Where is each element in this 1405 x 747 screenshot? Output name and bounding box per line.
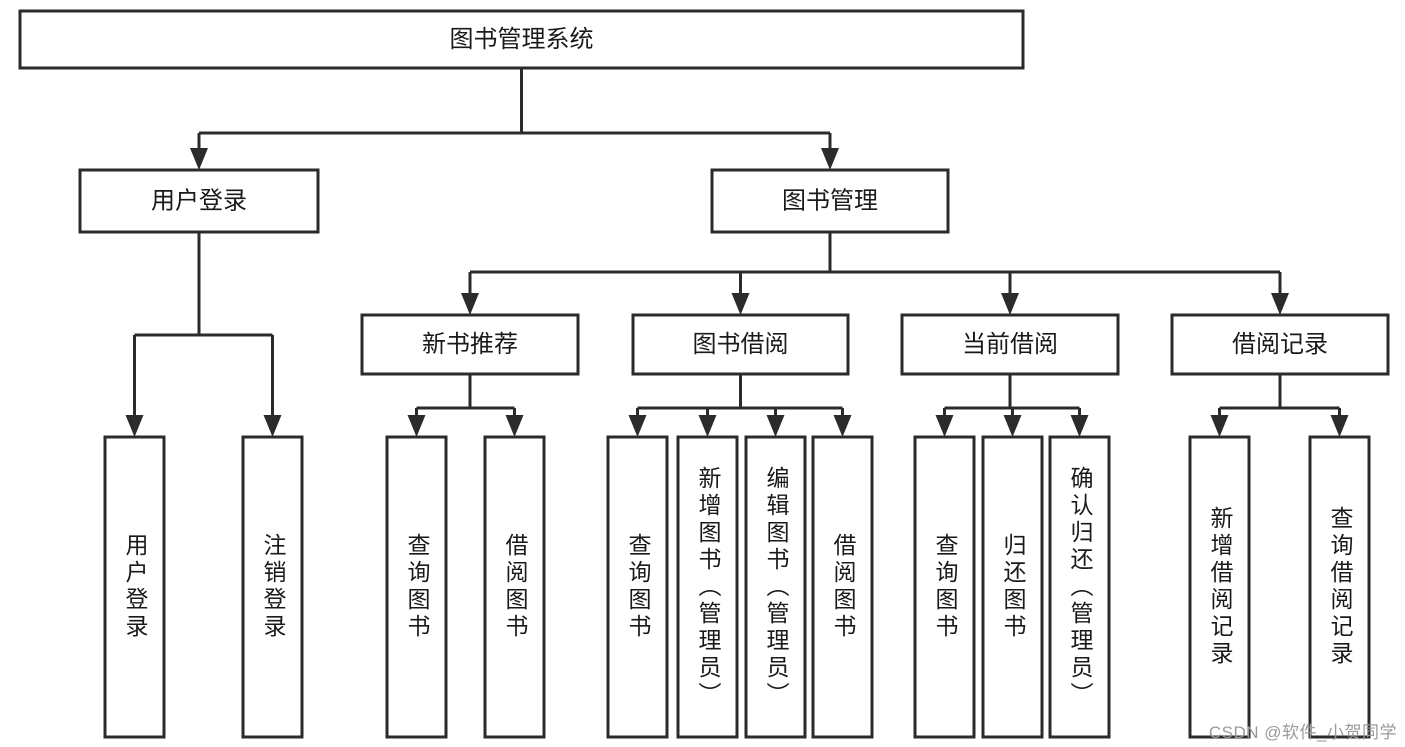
node-box-leaf-borrow-book-1[interactable] xyxy=(483,435,546,739)
node-label-root: 图书管理系统 xyxy=(450,26,594,53)
node-box-leaf-return-book[interactable] xyxy=(981,435,1044,739)
connector-layer xyxy=(125,68,1349,437)
node-box-book-borrow[interactable] xyxy=(631,313,850,376)
node-box-leaf-add-record[interactable] xyxy=(1188,435,1251,739)
node-box-leaf-logout[interactable] xyxy=(241,435,304,739)
node-box-borrow-record[interactable] xyxy=(1170,313,1390,376)
node-box-leaf-edit-book[interactable] xyxy=(744,435,807,739)
node-label-borrow-record: 借阅记录 xyxy=(1232,331,1328,358)
node-box-leaf-query-book-3[interactable] xyxy=(913,435,976,739)
watermark-text: CSDN @软件_小贺同学 xyxy=(1208,723,1397,742)
node-box-leaf-confirm-return[interactable] xyxy=(1048,435,1111,739)
node-label-current-borrow: 当前借阅 xyxy=(962,331,1058,358)
node-label-new-book-rec: 新书推荐 xyxy=(422,331,518,358)
node-box-leaf-query-book-1[interactable] xyxy=(385,435,448,739)
node-box-user-login[interactable] xyxy=(78,168,320,234)
node-label-book-borrow: 图书借阅 xyxy=(693,331,789,358)
node-box-leaf-query-record[interactable] xyxy=(1308,435,1371,739)
node-box-layer xyxy=(18,9,1390,739)
node-label-book-manage: 图书管理 xyxy=(782,187,878,214)
node-box-root[interactable] xyxy=(18,9,1025,70)
node-box-leaf-user-login[interactable] xyxy=(103,435,166,739)
node-box-leaf-borrow-book-2[interactable] xyxy=(811,435,874,739)
node-box-current-borrow[interactable] xyxy=(900,313,1120,376)
node-box-leaf-query-book-2[interactable] xyxy=(606,435,669,739)
node-box-book-manage[interactable] xyxy=(710,168,950,234)
node-box-leaf-add-book[interactable] xyxy=(676,435,739,739)
node-label-user-login: 用户登录 xyxy=(151,187,247,214)
node-box-new-book-rec[interactable] xyxy=(360,313,580,376)
